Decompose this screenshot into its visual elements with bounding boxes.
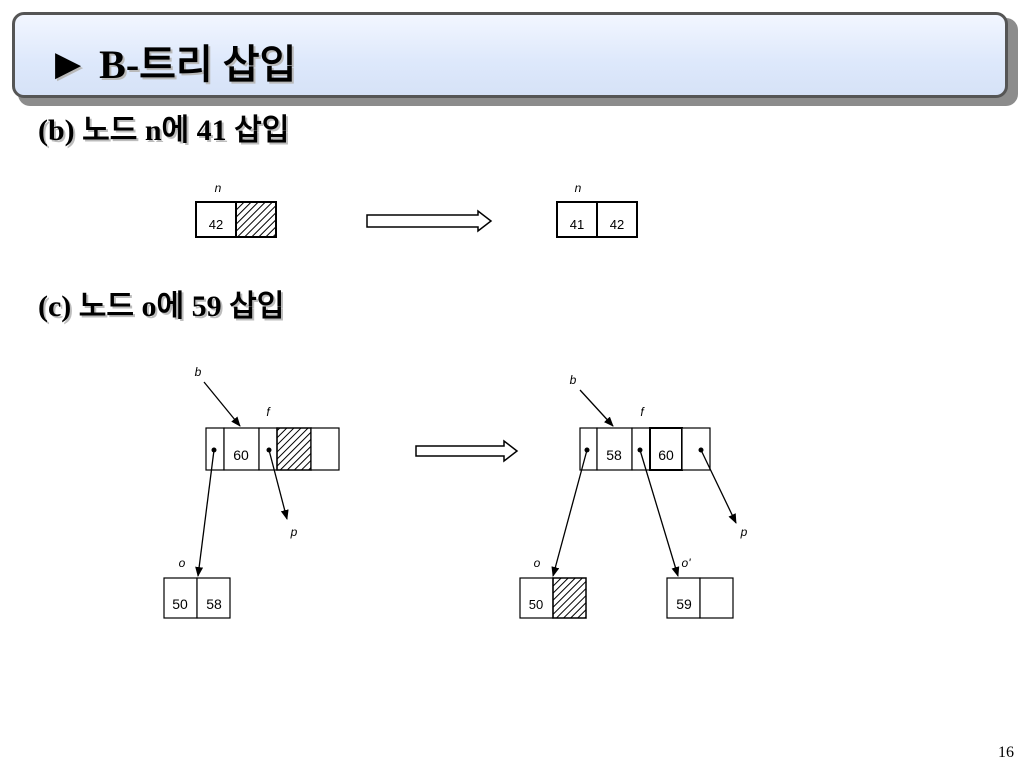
- node-o-cell: [519, 577, 554, 619]
- pointer-b-label: b: [570, 373, 577, 387]
- transform-arrow-c: [415, 439, 519, 463]
- node-o-label: o: [179, 556, 186, 570]
- node-f-pointer-cell: [681, 427, 711, 471]
- section-b-title: (b) 노드 n에 41 삽입: [38, 114, 290, 147]
- node-n-label: n: [575, 181, 582, 195]
- slide-title: ▶ B-트리 삽입: [55, 45, 296, 85]
- section-b-before: n 42: [195, 181, 277, 238]
- node-f-key-cell: [649, 427, 683, 471]
- triangle-bullet-icon: ▶: [55, 46, 82, 83]
- child-pointer-arrow: [195, 449, 215, 577]
- pointer-b-arrow: [203, 381, 241, 427]
- child-pointer-arrow: [700, 449, 737, 524]
- node-key: 58: [606, 447, 622, 463]
- node-f-hatched-cell: [276, 427, 312, 471]
- title-bar: ▶ B-트리 삽입: [12, 12, 1008, 98]
- child-pointer-arrow: [268, 449, 289, 520]
- node-o-hatched-cell: [552, 577, 587, 619]
- section-c-after: b f 58 60 p o 50 o' 59: [519, 373, 748, 619]
- node-n-cell: [556, 201, 598, 238]
- node-o-cell: [196, 577, 231, 619]
- double-arrow-icon: [415, 439, 519, 463]
- node-n-hatched-cell: [235, 201, 277, 238]
- pointer-b-arrow: [579, 389, 614, 427]
- node-o-prime-cell: [699, 577, 734, 619]
- pointer-b-label: b: [195, 365, 202, 379]
- node-key: 50: [529, 597, 543, 612]
- node-o-prime-label: o': [682, 556, 692, 570]
- pointer-p-label: p: [290, 525, 298, 539]
- child-pointer-arrow: [551, 449, 588, 577]
- node-n-label: n: [215, 181, 222, 195]
- node-key: 60: [658, 447, 674, 463]
- node-key: 41: [570, 217, 584, 232]
- node-o-label: o: [534, 556, 541, 570]
- node-key: 42: [610, 217, 624, 232]
- node-f-label: f: [640, 405, 645, 419]
- node-key: 58: [206, 596, 222, 612]
- slide-title-text: B-트리 삽입: [99, 42, 297, 87]
- node-f-label: f: [266, 405, 271, 419]
- node-n-cell: [596, 201, 638, 238]
- page-number: 16: [998, 744, 1014, 761]
- transform-arrow-b: [366, 209, 493, 233]
- child-pointer-arrow: [639, 449, 680, 577]
- node-o-cell: [163, 577, 198, 619]
- node-key: 50: [172, 596, 188, 612]
- section-c-before: b f 60 p o 50 58: [163, 365, 340, 619]
- node-f-pointer-cell: [310, 427, 340, 471]
- pointer-p-label: p: [740, 525, 748, 539]
- node-key: 42: [209, 217, 223, 232]
- node-o-prime-cell: [666, 577, 701, 619]
- node-key: 59: [676, 596, 692, 612]
- double-arrow-icon: [366, 209, 493, 233]
- section-c-title: (c) 노드 o에 59 삽입: [38, 290, 285, 323]
- section-b-after: n 41 42: [556, 181, 638, 238]
- node-key: 60: [233, 447, 249, 463]
